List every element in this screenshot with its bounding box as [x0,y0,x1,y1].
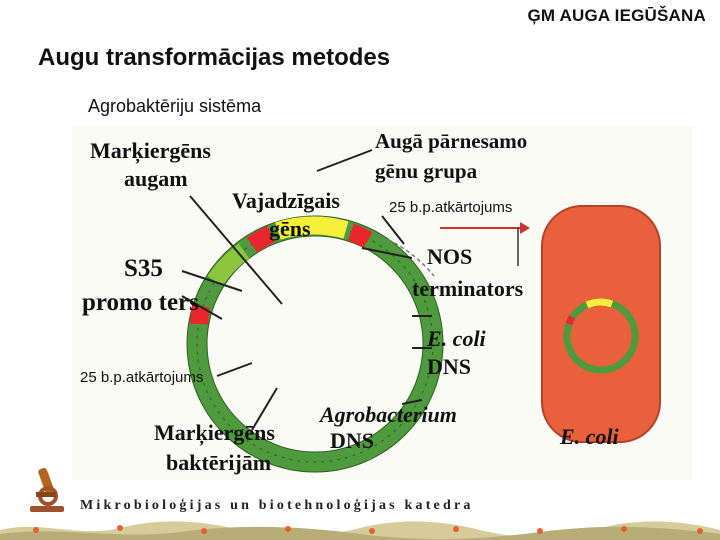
pointer-repeat-top [381,215,405,245]
agrobacterium-plasmid-diagram: Marķiergēns augam Vajadzīgais gēns Augā … [72,126,692,480]
label-transfer-group-1: Augā pārnesamo [375,129,527,153]
pointer-marker-bact [251,387,278,431]
label-needed-gene-1: Vajadzīgais [232,188,340,213]
plasmid-ring-inner-edge [206,235,424,453]
footer-department: Mikrobioloģijas un biotehnoloģijas kated… [80,498,474,513]
plasmid-ring-outer-edge [186,215,444,473]
ecoli-plasmid-gene [585,298,614,309]
label-marker-plant-2: augam [124,166,188,191]
label-marker-plant-1: Marķiergēns [90,138,211,164]
label-marker-bact-2: baktērijām [166,450,271,475]
pointer-repeat-bottom [216,362,253,377]
label-agro-dna-1: Agrobacterium [318,402,457,427]
label-marker-bact-1: Marķiergēns [154,420,275,446]
page-title: Augu transformācijas metodes [38,44,391,71]
label-s35-2: promo ters [82,289,199,316]
page-header: ĢM AUGA IEGŪŠANA [527,6,706,25]
label-ecoli-cell: E. coli [559,424,620,449]
label-agro-dna-2: DNS [330,428,374,453]
microscope-icon [30,467,64,512]
label-ecoli-dna-1: E. coli [426,326,487,351]
label-nos-1: NOS [427,244,472,269]
pointer-s35-2 [181,295,223,320]
ecoli-plasmid-marker [565,315,576,326]
label-nos-2: terminators [412,276,524,301]
label-ecoli-dna-2: DNS [427,354,471,379]
pointer-nos [361,247,413,259]
marker-plant-segment [207,243,250,287]
nos-terminator-segment [347,223,373,248]
needed-gene-segment [275,216,349,240]
ecoli-cell [541,205,661,443]
label-needed-gene-2: gēns [269,216,311,241]
pointer-lines [181,149,432,431]
repeat-top-arrowhead [520,222,530,234]
footer-decorative-band [0,518,720,540]
label-transfer-group-2: gēnu grupa [375,159,478,183]
pointer-s35 [181,270,243,292]
label-repeat-top: 25 b.p.atkārtojums [389,199,512,216]
label-s35-1: S35 [124,255,163,282]
label-repeat-bottom: 25 b.p.atkārtojums [80,369,203,386]
pointer-agro-dna [401,399,423,405]
repeat-left-segment [190,304,210,325]
pointer-marker-plant [189,195,283,305]
s35-promoter-segment [246,225,275,253]
page-subtitle: Agrobaktēriju sistēma [88,96,262,116]
pointer-transfer-group [316,149,373,172]
plasmid-ring-texture [196,225,434,463]
